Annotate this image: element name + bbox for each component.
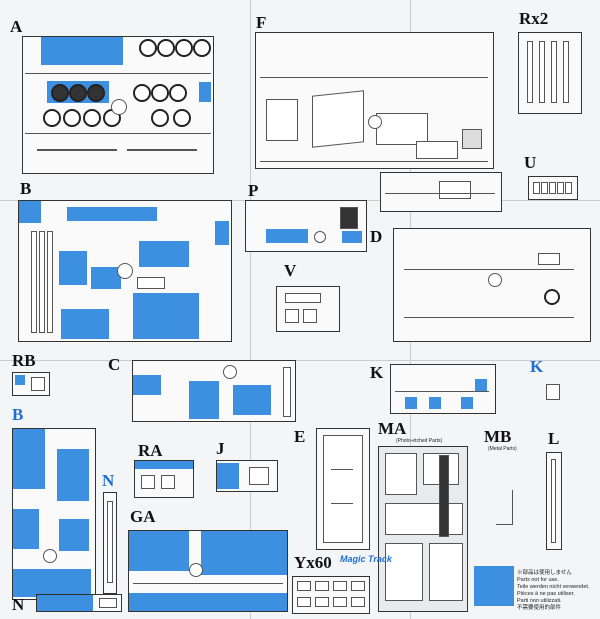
sprue-label-d: D [370, 227, 383, 246]
sprue-label-e: E [294, 427, 306, 446]
sprue-label-c: C [108, 355, 121, 374]
sprue-label-v: V [284, 261, 297, 280]
background-line [0, 360, 600, 361]
sprue-label-j: J [216, 439, 225, 458]
sprue-f [255, 32, 494, 169]
sprue-label-yx60: Yx60 [294, 553, 332, 572]
legend-swatch [474, 566, 514, 606]
sprue-p [245, 200, 367, 252]
sprue-label-rb: RB [12, 351, 36, 370]
sprue-label-b-blue: B [12, 405, 24, 424]
sprue-u [528, 176, 578, 200]
sprue-label-ga: GA [130, 507, 156, 526]
sprue-f-lower [380, 172, 502, 212]
sprue-c [132, 360, 296, 422]
sprue-label-u: U [524, 153, 537, 172]
sprue-ma-photo-etch [378, 446, 468, 612]
sprue-n [36, 594, 122, 612]
part-k-single [546, 384, 560, 400]
sprue-label-b: B [20, 179, 32, 198]
sprue-b-partial [12, 428, 96, 600]
sprue-n-vertical [103, 492, 117, 594]
sprue-v [276, 286, 340, 332]
sprue-j [216, 460, 278, 492]
ma-note: (Photo-etched Parts) [396, 438, 443, 444]
sprue-label-a: A [10, 17, 23, 36]
sprue-b [18, 200, 232, 342]
sprue-label-n-blue: N [102, 471, 115, 490]
sprue-rb [12, 372, 50, 396]
sprue-label-p: P [248, 181, 259, 200]
sprue-d [393, 228, 591, 342]
magic-track-logo: Magic Track [340, 554, 392, 564]
legend-line-it: Parti non utilizzati. [517, 598, 562, 604]
sprue-label-f: F [256, 13, 267, 32]
legend-line-cn: 不需要使用的部件 [517, 605, 562, 611]
sprue-label-mb: MB [484, 427, 512, 446]
sprue-rx2 [518, 32, 582, 114]
sprue-label-ma: MA [378, 419, 407, 438]
legend-line-de: Teile werden nicht verwendet. [517, 584, 590, 590]
sprue-label-k-blue: K [530, 357, 544, 376]
sprue-ga [128, 530, 288, 612]
sprue-label-ra: RA [138, 441, 163, 460]
sprue-yx60 [292, 576, 370, 614]
sprue-label-k: K [370, 363, 384, 382]
sprue-e [316, 428, 370, 550]
metal-rod-end [496, 524, 513, 525]
sprue-k [390, 364, 496, 414]
background-line [250, 0, 251, 619]
legend-line-jp: ※部品は使用しません [517, 570, 572, 576]
sprue-ra [134, 460, 194, 498]
legend-line-en: Parts not for use. [517, 577, 559, 583]
legend-line-fr: Pièces à ne pas utiliser. [517, 591, 575, 597]
metal-rod [512, 490, 513, 524]
sprue-a [22, 36, 214, 174]
sprue-label-l: L [548, 429, 560, 448]
sprue-label-rx2: Rx2 [519, 9, 549, 28]
sprue-label-n: N [12, 595, 25, 614]
sprue-l [546, 452, 562, 550]
mb-note: (Metal Parts) [488, 446, 517, 452]
legend-text: ※部品は使用しません Parts not for use. Teile werd… [517, 570, 589, 612]
